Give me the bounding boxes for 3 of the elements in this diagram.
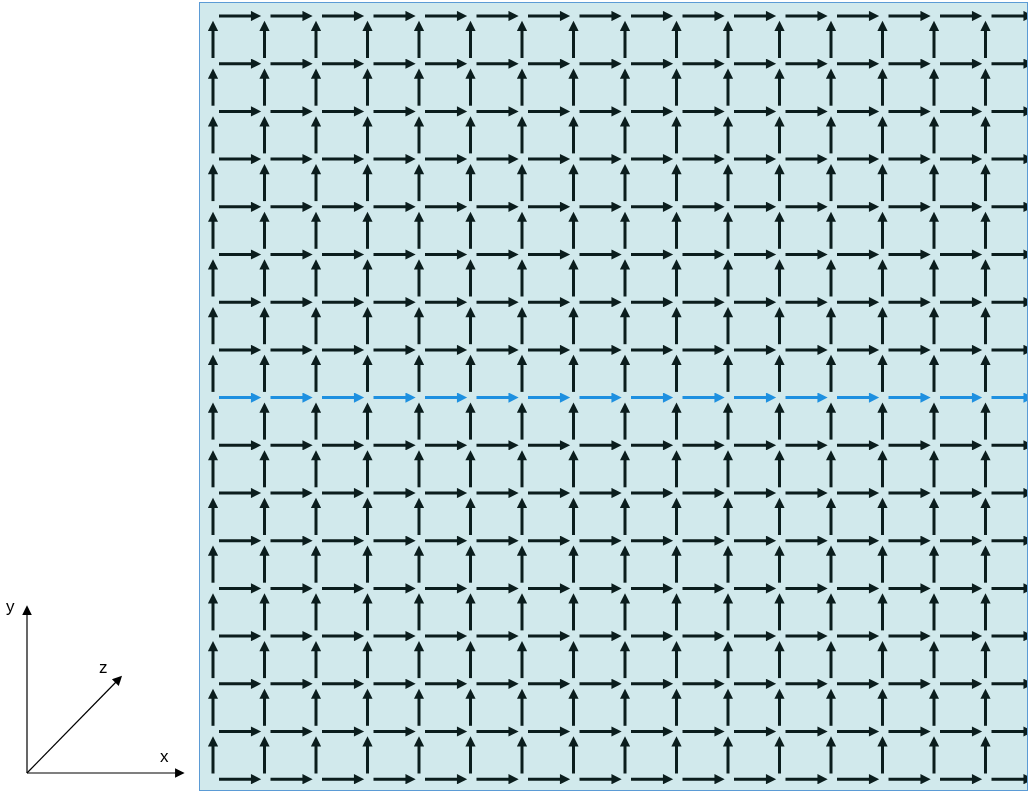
axis-label: y: [6, 598, 15, 615]
axis-label: x: [160, 748, 169, 765]
axis-label: z: [99, 659, 108, 676]
